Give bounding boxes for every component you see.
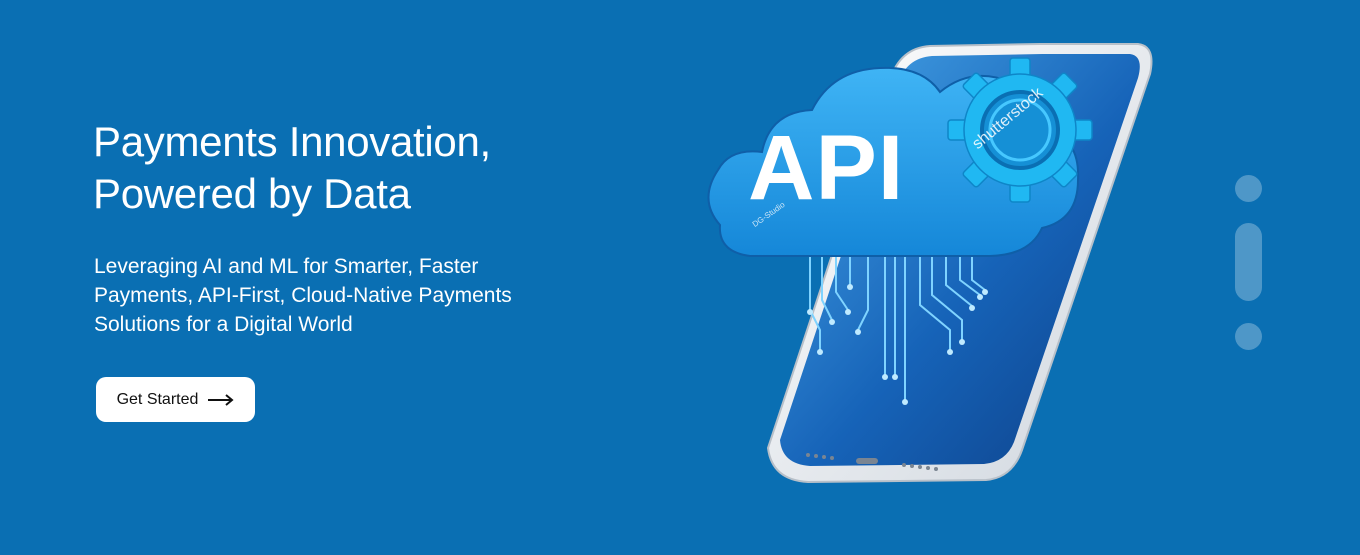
- slide-dot-2-active[interactable]: [1235, 223, 1262, 301]
- hero-subtext: Leveraging AI and ML for Smarter, Faster…: [94, 252, 564, 339]
- hero-headline: Payments Innovation, Powered by Data: [93, 116, 613, 220]
- headline-line-1: Payments Innovation,: [93, 118, 491, 165]
- subtext-line-2: Payments, API-First, Cloud-Native Paymen…: [94, 284, 512, 307]
- slide-dot-1[interactable]: [1235, 175, 1262, 202]
- arrow-right-icon: [208, 393, 234, 406]
- api-phone-illustration: API shutterstock DG-Studio: [690, 30, 1170, 500]
- get-started-label: Get Started: [116, 390, 199, 408]
- subtext-line-1: Leveraging AI and ML for Smarter, Faster: [94, 255, 479, 278]
- cloud-api-text: API: [748, 117, 905, 219]
- gear-icon: [947, 57, 1093, 203]
- slider-pagination: [1235, 175, 1265, 355]
- circuit-lines: [809, 255, 986, 400]
- headline-line-2: Powered by Data: [93, 170, 411, 217]
- get-started-button[interactable]: Get Started: [96, 377, 255, 422]
- subtext-line-3: Solutions for a Digital World: [94, 313, 353, 336]
- slide-dot-3[interactable]: [1235, 323, 1262, 350]
